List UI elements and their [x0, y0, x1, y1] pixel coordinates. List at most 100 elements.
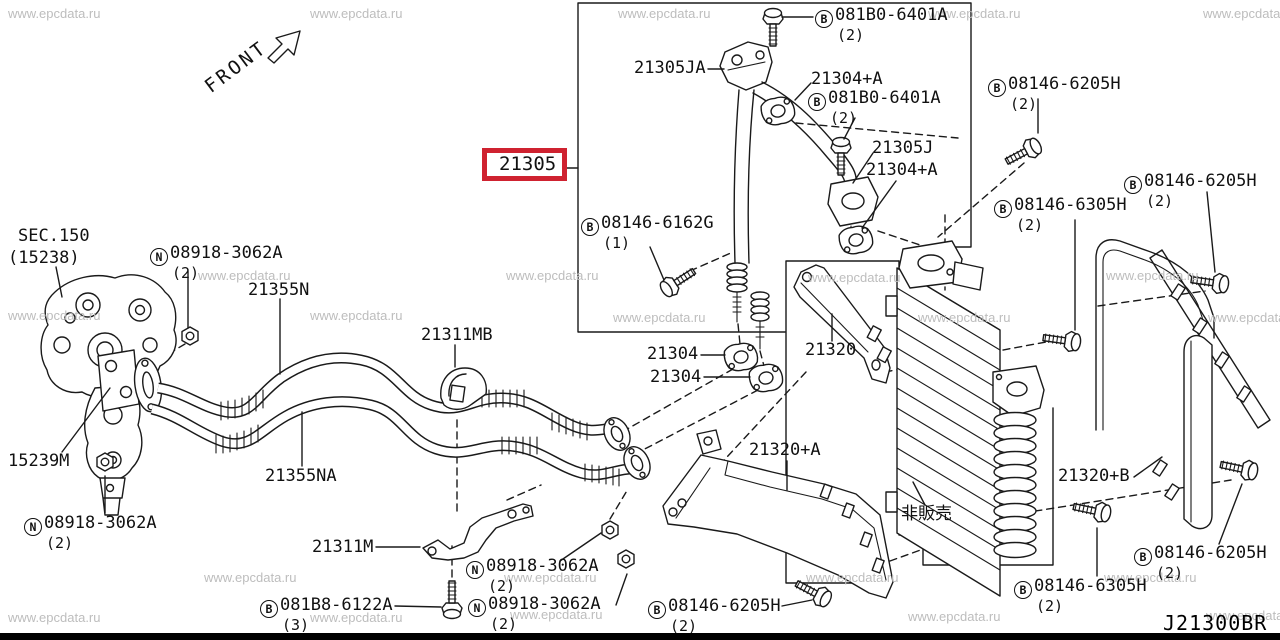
quantity-text: (2) [46, 534, 74, 552]
prefix-circle-icon: N [466, 561, 484, 579]
quantity-text: (2) [830, 109, 858, 127]
part-number-text: 21320+A [749, 440, 821, 460]
quantity-text: (2) [1156, 564, 1184, 582]
part-number-text: 21305 [499, 153, 557, 175]
watermark: www.epcdata.ru [8, 308, 101, 323]
watermark: www.epcdata.ru [504, 570, 597, 585]
part-number-text: (15238) [8, 248, 80, 268]
part-label-bracket-21320: 21320 [805, 342, 856, 359]
part-label-bracket-21311M: 21311M [312, 539, 373, 556]
prefix-circle-icon: B [581, 218, 599, 236]
tube-assembly-21305-part [719, 41, 879, 350]
oil-cooler-hoses [150, 352, 656, 487]
watermark: www.epcdata.ru [1208, 310, 1280, 325]
part-number-text: 21320 [805, 340, 857, 360]
part-number-text: 21355NA [265, 466, 337, 486]
part-label-clamp-21311MB: 21311MB [421, 327, 493, 344]
prefix-circle-icon: B [1124, 176, 1142, 194]
quantity-text: (1) [603, 234, 631, 252]
diagram-code: J21300BR [1163, 611, 1268, 635]
part-label-gasket-21304-1: 21304 [647, 346, 698, 363]
prefix-circle-icon: B [808, 93, 826, 111]
part-number-text: 08146-6205H [668, 596, 781, 616]
part-number-text: 08146-6162G [601, 213, 714, 233]
part-label-gasket-21304-2: 21304 [650, 369, 701, 386]
prefix-circle-icon: N [24, 518, 42, 536]
part-number-text: 08918-3062A [488, 594, 601, 614]
part-number-text: 21311M [312, 537, 374, 557]
part-label-tube-21305J: 21305J [872, 140, 933, 157]
part-number-text: 08146-6205H [1008, 74, 1121, 94]
part-number-text: 08146-6205H [1154, 543, 1267, 563]
part-number-text: 21305JA [634, 58, 706, 78]
part-number-text: 21304 [650, 367, 702, 387]
part-label-tube-assy-21305-highlighted: 21305 [482, 148, 568, 181]
part-number-text: 21355N [248, 280, 310, 300]
quantity-text: (2) [1036, 597, 1064, 615]
quantity-text: (2) [172, 264, 200, 282]
bracket-21320-part [793, 264, 892, 384]
quantity-text: (2) [837, 26, 865, 44]
clamp-21311MB-part [440, 367, 487, 411]
part-number-text: 08918-3062A [44, 513, 157, 533]
watermark: www.epcdata.ru [618, 6, 711, 21]
part-label-hose-21355N: 21355N [248, 282, 309, 299]
watermark: www.epcdata.ru [1203, 6, 1280, 21]
part-label-tube-21305JA: 21305JA [634, 60, 706, 77]
prefix-circle-icon: B [260, 600, 278, 618]
bracket-21311M-part [422, 503, 534, 561]
front-arrow-icon [267, 30, 301, 64]
quantity-text: (2) [670, 617, 698, 635]
part-number-text: 21320+B [1058, 466, 1130, 486]
part-number-text: 08918-3062A [486, 556, 599, 576]
watermark: www.epcdata.ru [506, 268, 599, 283]
watermark: www.epcdata.ru [1206, 608, 1280, 623]
bracket-21320A-part [662, 429, 894, 599]
quantity-text: (2) [488, 577, 516, 595]
part-number-text: 08146-6305H [1014, 195, 1127, 215]
quantity-text: (3) [282, 616, 310, 634]
prefix-circle-icon: B [988, 79, 1006, 97]
part-number-text: 21304+A [811, 69, 883, 89]
part-number-text: 081B8-6122A [280, 595, 393, 615]
part-number-text: 21311MB [421, 325, 493, 345]
part-label-gasket-21304A-2: 21304+A [866, 162, 938, 179]
part-label-bracket-21320A: 21320+A [749, 442, 821, 459]
part-number-text: 081B0-6401A [828, 88, 941, 108]
part-number-text: SEC.150 [18, 226, 90, 246]
part-number-text: 非販売 [901, 504, 952, 524]
part-label-sec-150-ref: (15238) [8, 250, 80, 267]
watermark: www.epcdata.ru [510, 607, 603, 622]
part-number-text: 08146-6305H [1034, 576, 1147, 596]
prefix-circle-icon: N [150, 248, 168, 266]
leader-lines [55, 16, 1243, 608]
part-label-sec-150: SEC.150 [18, 228, 90, 245]
quantity-text: (2) [490, 615, 518, 633]
part-label-hose-21355NA: 21355NA [265, 468, 337, 485]
watermark: www.epcdata.ru [806, 570, 899, 585]
bottom-bar [0, 633, 1280, 640]
air-guide-panels [1095, 239, 1271, 530]
prefix-circle-icon: B [648, 601, 666, 619]
watermark: www.epcdata.ru [1106, 268, 1199, 283]
watermark: www.epcdata.ru [198, 268, 291, 283]
watermark: www.epcdata.ru [808, 270, 901, 285]
part-label-gasket-21304A-1: 21304+A [811, 71, 883, 88]
prefix-circle-icon: B [994, 200, 1012, 218]
watermark: www.epcdata.ru [8, 610, 101, 625]
part-number-text: 21305J [872, 138, 934, 158]
